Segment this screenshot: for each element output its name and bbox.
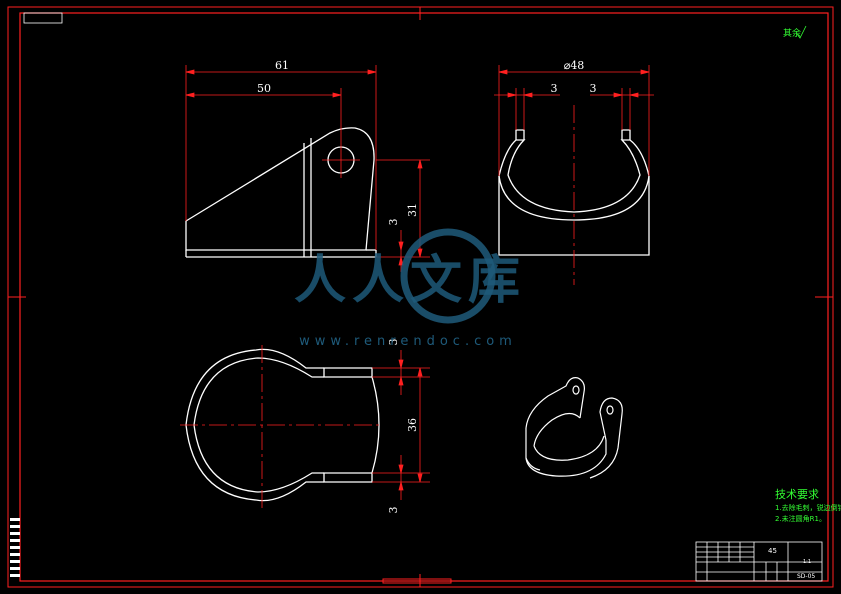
front-view-dims (494, 65, 654, 176)
watermark-text: 人人文库 (294, 251, 526, 311)
side-view-centerlines (322, 142, 360, 178)
title-block-drawing-no: SD-05 (797, 573, 815, 580)
centering-marks (8, 7, 833, 587)
dim-base-thickness: 3 (387, 219, 400, 226)
dim-right-gap: 3 (590, 82, 597, 95)
isometric-view (525, 377, 623, 479)
roughness-symbol (796, 25, 807, 39)
side-view (185, 127, 377, 258)
dim-height: 31 (406, 203, 419, 217)
tech-requirement-2: 2.未注圆角R1。 (775, 514, 826, 523)
dim-left-gap: 3 (551, 82, 558, 95)
watermark-url: www.renrendoc.com (299, 334, 517, 349)
dim-plan-width: 36 (406, 418, 419, 432)
dim-plan-top-thickness: 3 (387, 339, 400, 346)
dim-overall-width: 61 (275, 59, 289, 72)
tech-requirement-1: 1.去除毛刺，锐边倒钝。 (775, 503, 841, 512)
dim-inner-width: 50 (257, 82, 271, 95)
revision-block (10, 518, 20, 577)
title-block-scale: 1:1 (803, 559, 811, 565)
watermark: 人人文库 www.renrendoc.com (294, 228, 526, 349)
plan-view-centerlines (180, 345, 380, 508)
side-view-dims (185, 65, 430, 272)
drawing-number-box (23, 12, 63, 24)
tech-requirements-title: 技术要求 (775, 488, 819, 501)
dim-diameter: ⌀48 (564, 59, 585, 72)
plan-view-dims (372, 350, 430, 500)
corner-roughness-mark: 其余 (783, 27, 801, 39)
title-block-material: 45 (768, 547, 777, 555)
title-block (695, 541, 823, 582)
dim-plan-bottom-thickness: 3 (387, 507, 400, 514)
